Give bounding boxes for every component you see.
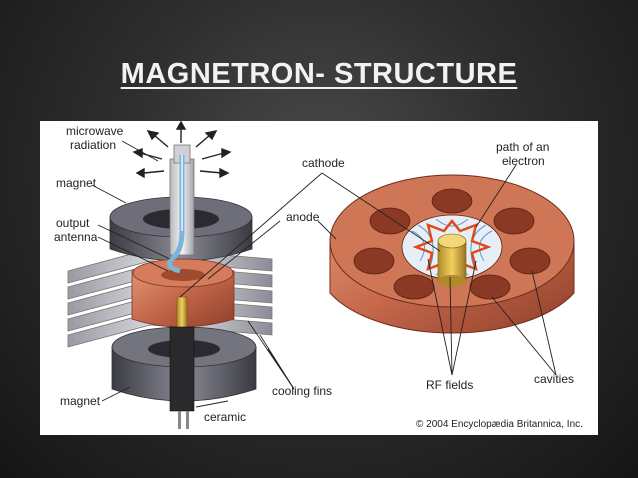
label-antenna: antenna — [54, 230, 98, 244]
copyright-credit: © 2004 Encyclopædia Britannica, Inc. — [416, 419, 583, 430]
cavity-holes — [353, 188, 551, 300]
magnetron-illustration: microwave radiation magnet output antenn… — [54, 121, 583, 430]
label-ceramic: ceramic — [204, 410, 246, 424]
magnetron-diagram: microwave radiation magnet output antenn… — [40, 121, 598, 435]
label-cavities: cavities — [534, 372, 574, 386]
label-microwave: microwave — [66, 124, 124, 138]
right-anode-block — [329, 174, 575, 334]
label-anode: anode — [286, 210, 320, 224]
central-cathode-graphic — [437, 233, 467, 287]
cathode-graphic — [169, 296, 195, 429]
microwave-radiation-arrows — [132, 121, 232, 179]
label-cathode: cathode — [302, 156, 345, 170]
output-antenna-graphic — [166, 144, 195, 274]
label-magnet-top: magnet — [56, 176, 97, 190]
label-cooling-fins: cooling fins — [272, 384, 332, 398]
label-radiation: radiation — [70, 138, 116, 152]
label-magnet-bottom: magnet — [60, 394, 101, 408]
label-electron: electron — [502, 154, 545, 168]
label-path-of-an: path of an — [496, 140, 549, 154]
leader-lines — [91, 140, 557, 408]
label-rf-fields: RF fields — [426, 378, 473, 392]
slide-title: MAGNETRON- STRUCTURE — [0, 58, 638, 91]
left-magnetron-cutaway — [67, 121, 273, 429]
slide-title-text: MAGNETRON- STRUCTURE — [120, 58, 518, 90]
label-output: output — [56, 216, 90, 230]
